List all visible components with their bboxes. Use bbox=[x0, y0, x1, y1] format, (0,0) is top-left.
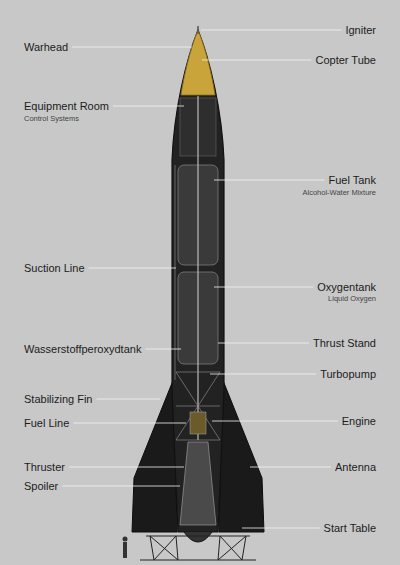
part-label: Fuel Line bbox=[24, 417, 69, 430]
igniter bbox=[197, 26, 199, 34]
leader-line bbox=[214, 180, 325, 181]
part-label: Igniter bbox=[345, 24, 376, 37]
suction-line bbox=[175, 165, 176, 380]
human-figure bbox=[123, 537, 128, 559]
leader-line bbox=[210, 374, 316, 375]
leader-line bbox=[202, 60, 311, 61]
part-subtitle: Liquid Oxygen bbox=[328, 294, 376, 303]
part-label: Wasserstoffperoxydtank bbox=[24, 343, 141, 356]
leader-line bbox=[145, 349, 181, 350]
engine bbox=[180, 442, 216, 525]
part-label: Suction Line bbox=[24, 262, 85, 275]
start-table bbox=[140, 536, 256, 560]
part-label: Warhead bbox=[24, 41, 68, 54]
conduit-tube bbox=[197, 96, 198, 440]
leader-line bbox=[250, 467, 331, 468]
turbopump bbox=[190, 412, 206, 434]
leader-line bbox=[242, 528, 320, 529]
part-label: Spoiler bbox=[24, 480, 58, 493]
leader-line bbox=[69, 467, 184, 468]
leader-line bbox=[96, 399, 160, 400]
leader-line bbox=[201, 30, 341, 31]
warhead bbox=[181, 30, 215, 95]
part-label: Thrust Stand bbox=[313, 337, 376, 350]
part-label: Stabilizing Fin bbox=[24, 393, 92, 406]
thrust-frame bbox=[176, 372, 220, 440]
rocket-body bbox=[172, 30, 224, 532]
fin bbox=[219, 378, 264, 532]
leader-line bbox=[214, 287, 313, 288]
part-label: Start Table bbox=[324, 522, 376, 535]
part-label: Antenna bbox=[335, 461, 376, 474]
fin bbox=[132, 378, 177, 532]
part-subtitle: Alcohol-Water Mixture bbox=[303, 188, 377, 197]
leader-line bbox=[218, 343, 309, 344]
leader-line bbox=[113, 106, 184, 107]
part-label: Turbopump bbox=[320, 368, 376, 381]
leader-line bbox=[62, 486, 180, 487]
part-label: Copter Tube bbox=[315, 54, 376, 67]
part-subtitle: Control Systems bbox=[24, 114, 79, 123]
part-label: Fuel Tank bbox=[329, 174, 377, 187]
leader-line bbox=[73, 423, 186, 424]
nozzle bbox=[184, 532, 212, 542]
part-label: Oxygentank bbox=[317, 281, 376, 294]
leader-line bbox=[212, 421, 338, 422]
part-label: Equipment Room bbox=[24, 100, 109, 113]
part-label: Engine bbox=[342, 415, 376, 428]
part-label: Thruster bbox=[24, 461, 65, 474]
leader-line bbox=[72, 47, 192, 48]
leader-line bbox=[89, 268, 176, 269]
